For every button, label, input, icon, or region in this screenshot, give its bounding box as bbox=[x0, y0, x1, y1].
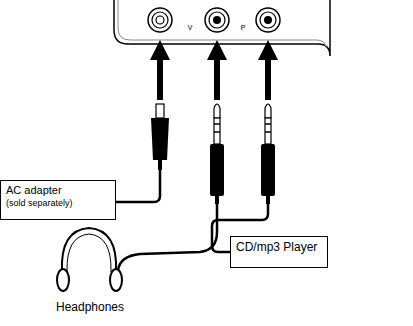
device-label: Headphones bbox=[56, 300, 124, 314]
jack-letter: V bbox=[188, 24, 193, 31]
housing-edge bbox=[118, 0, 326, 48]
box-heading: AC adapter bbox=[6, 184, 110, 198]
adapter-box: AC adapter(sold separately) bbox=[0, 180, 116, 220]
box-heading: CD/mp3 Player bbox=[236, 240, 322, 255]
power-jack bbox=[148, 8, 172, 32]
headphone-jack bbox=[205, 8, 229, 32]
headphones-icon bbox=[57, 228, 122, 291]
jack-letter: P bbox=[241, 24, 246, 31]
box-note: (sold separately) bbox=[6, 198, 110, 209]
ac-plug bbox=[151, 104, 169, 170]
device-housing bbox=[114, 0, 330, 56]
headphone-plug bbox=[210, 104, 224, 204]
player-plug bbox=[261, 104, 275, 204]
input-jack bbox=[256, 8, 280, 32]
insert-arrow bbox=[150, 40, 278, 100]
player-box: CD/mp3 Player bbox=[230, 236, 328, 268]
